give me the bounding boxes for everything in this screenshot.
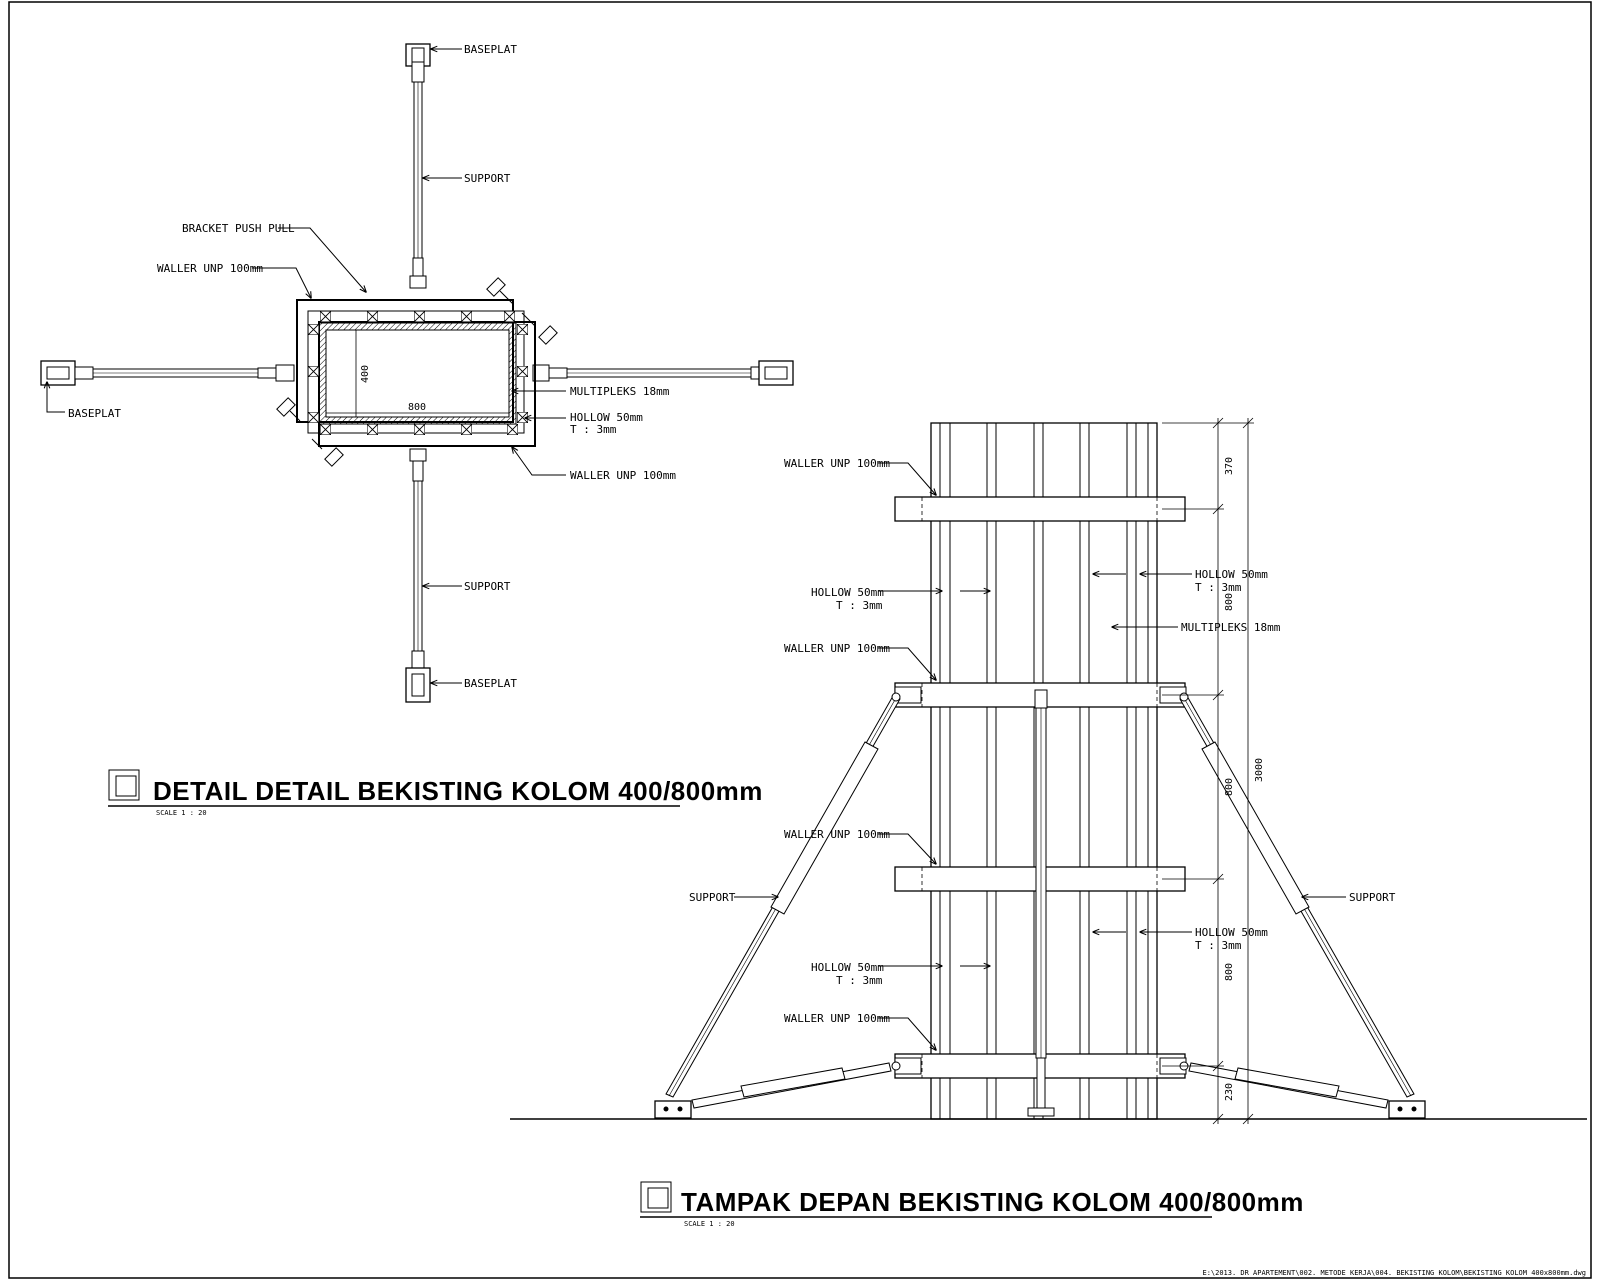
label-waller-2: WALLER UNP 100mm [784,642,890,655]
label-hollow-left-2: HOLLOW 50mm [811,961,884,974]
label-baseplat-left: BASEPLAT [68,407,121,420]
dim-800-a: 800 [1224,593,1235,611]
elevation-leaders [734,462,1346,1050]
label-baseplat-bottom: BASEPLAT [464,677,517,690]
plan-dimensions: 400 800 [326,329,509,418]
diagonal-supports [654,692,1426,1119]
center-prop [1027,689,1055,1117]
label-hollow: HOLLOW 50mm [570,411,643,424]
dim-3000: 3000 [1254,758,1265,782]
support-left [40,360,295,386]
label-hollow-right-1: HOLLOW 50mm [1195,568,1268,581]
plan-title-block: DETAIL DETAIL BEKISTING KOLOM 400/800mm … [108,769,763,817]
label-multipleks: MULTIPLEKS 18mm [1181,621,1281,634]
label-support-left: SUPPORT [689,891,736,904]
plan-leaders [47,49,566,683]
column-formwork [930,422,1158,1120]
label-hollow-left-2-t: T : 3mm [836,974,883,987]
support-top [405,43,431,289]
label-hollow-left-1-t: T : 3mm [836,599,883,612]
plan-view: 400 800 BASEPLAT SUPPORT BRACKET PUSH PU… [40,43,794,817]
dim-230: 230 [1224,1083,1235,1101]
label-hollow-right-2: HOLLOW 50mm [1195,926,1268,939]
elevation-title: TAMPAK DEPAN BEKISTING KOLOM 400/800mm [681,1187,1304,1217]
label-hollow-right-2-t: T : 3mm [1195,939,1242,952]
label-waller-bottom: WALLER UNP 100mm [570,469,676,482]
label-hollow-right-1-t: T : 3mm [1195,581,1242,594]
label-waller-1: WALLER UNP 100mm [784,457,890,470]
plan-title: DETAIL DETAIL BEKISTING KOLOM 400/800mm [153,776,763,806]
label-multipleks: MULTIPLEKS 18mm [570,385,670,398]
label-hollow-thickness: T : 3mm [570,423,617,436]
dim-370: 370 [1224,457,1235,475]
dim-800-b: 800 [1224,778,1235,796]
label-support-top: SUPPORT [464,172,511,185]
label-waller-4: WALLER UNP 100mm [784,1012,890,1025]
file-path: E:\2013. DR APARTEMENT\002. METODE KERJA… [1202,1269,1586,1277]
plan-dim-width: 800 [408,402,426,413]
push-pull-brackets [276,277,558,467]
plan-scale: SCALE 1 : 20 [156,809,207,817]
label-support-right: SUPPORT [1349,891,1396,904]
label-waller-3: WALLER UNP 100mm [784,828,890,841]
elevation-scale: SCALE 1 : 20 [684,1220,735,1228]
label-bracket-push-pull: BRACKET PUSH PULL [182,222,295,235]
label-support-bottom: SUPPORT [464,580,511,593]
label-hollow-left-1: HOLLOW 50mm [811,586,884,599]
elevation-dimensions [1162,417,1254,1125]
dim-800-c: 800 [1224,963,1235,981]
elevation-view: 370 800 800 800 230 3000 WALLER UNP 100m… [510,417,1587,1228]
support-bottom [405,448,431,703]
label-baseplat-top: BASEPLAT [464,43,517,56]
plan-dim-height: 400 [360,365,371,383]
sheet-border [8,1,1592,1279]
label-waller-top: WALLER UNP 100mm [157,262,263,275]
elevation-title-block: TAMPAK DEPAN BEKISTING KOLOM 400/800mm S… [640,1181,1304,1228]
support-right [532,360,794,386]
